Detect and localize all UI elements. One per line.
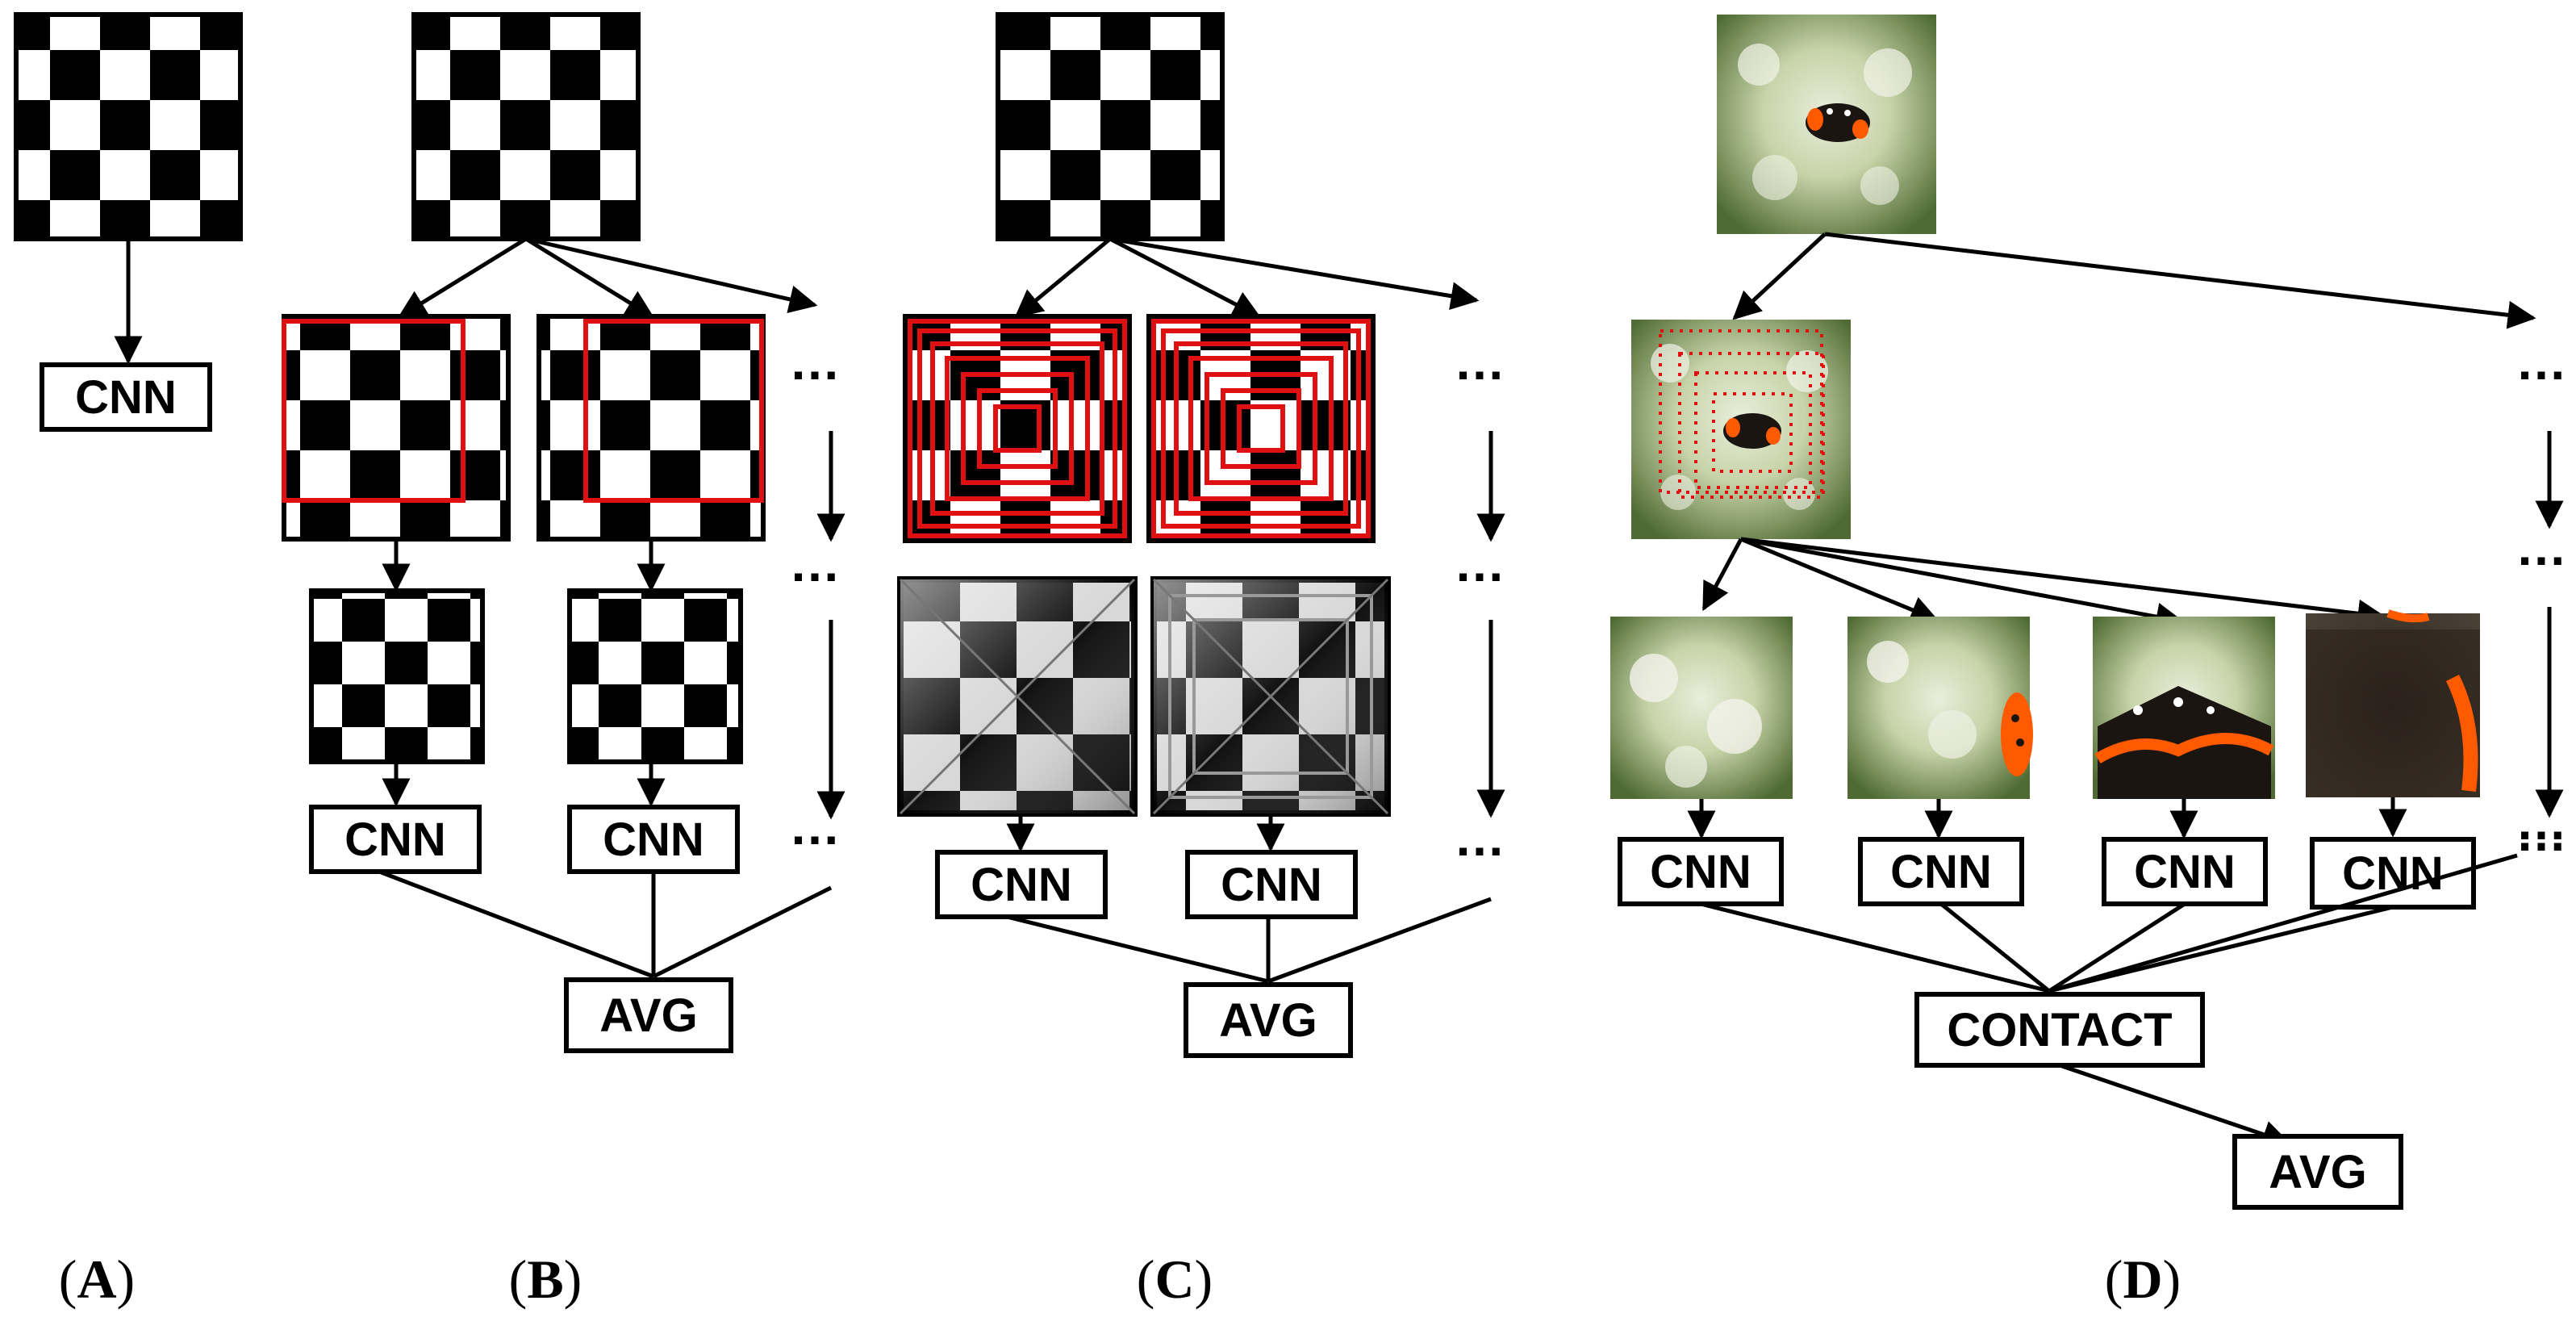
ellipsis: …: [1454, 332, 1505, 391]
panel-d: … …: [1610, 15, 2567, 1210]
arrow-c-2: [1108, 236, 1262, 319]
ellipsis: …: [2515, 804, 2567, 862]
ellipsis: …: [789, 797, 841, 855]
cnn-label-c1: CNN: [971, 859, 1072, 911]
connector-d4: [2048, 905, 2394, 993]
avg-label-b: AVG: [599, 989, 697, 1042]
panel-labels: (A) (B) (C) (D): [59, 1248, 2181, 1310]
ellipsis: …: [2515, 518, 2567, 576]
crop-photo-3: [2093, 617, 2275, 799]
checkerboard-image: [996, 12, 1225, 241]
checkerboard-small-2: [567, 588, 743, 764]
cnn-box-b1: [309, 805, 482, 874]
crop-photo-1: [1610, 617, 1793, 799]
connector-d2: [1939, 902, 2051, 993]
panel-label-c: (C): [1137, 1248, 1213, 1310]
cnn-box-a: [40, 362, 212, 432]
ellipsis: …: [789, 534, 841, 592]
ellipsis: …: [1454, 534, 1505, 592]
connector-b3: [652, 885, 833, 979]
connector-d5: [2048, 853, 2518, 993]
checkerboard-image: [14, 12, 243, 241]
arrow-b-3: [525, 236, 818, 314]
crop-photo-2: [1847, 617, 2033, 799]
butterfly-photo-dotted-crops: [1631, 320, 1851, 539]
cnn-label-d3: CNN: [2134, 846, 2236, 898]
connector-d1: [1700, 901, 2050, 993]
panel-c: … … CNN CNN … AVG: [897, 12, 1505, 1058]
panel-label-d: (D): [2105, 1248, 2181, 1310]
multiscale-crop-1: [903, 314, 1132, 543]
arrow-d-1: [1732, 232, 1827, 320]
ellipsis: …: [2515, 332, 2567, 391]
arrow-d-6: [1740, 537, 2185, 631]
connector-d3: [2048, 901, 2186, 993]
cnn-box-d1: [1618, 837, 1784, 906]
concat-box-d: [1914, 992, 2205, 1068]
avg-box-b: [564, 977, 733, 1053]
arrow-b-1: [398, 236, 528, 319]
checkerboard-crop-2: [536, 314, 766, 542]
checkerboard-image: [411, 12, 641, 241]
cnn-label-c2: CNN: [1221, 859, 1322, 911]
avg-box-d: [2232, 1134, 2403, 1210]
butterfly-icon: [1806, 103, 1870, 142]
cnn-box-c1: [935, 850, 1108, 919]
avg-label-c: AVG: [1219, 994, 1317, 1047]
connector-c3: [1267, 897, 1492, 984]
cnn-box-b2: [567, 805, 740, 874]
crop-photo-4: [2306, 609, 2480, 797]
connector-c1: [1006, 914, 1269, 984]
cnn-label-b1: CNN: [344, 813, 446, 866]
cnn-label-d2: CNN: [1890, 846, 1992, 898]
cnn-label-b2: CNN: [603, 813, 704, 866]
panel-a: CNN: [14, 12, 243, 432]
arrow-c-1: [1014, 237, 1112, 319]
crop-window-2: [583, 319, 764, 503]
arrow-d-13: [2059, 1063, 2291, 1148]
connector-b1: [378, 869, 654, 979]
blended-image-2: [1150, 576, 1391, 817]
ellipsis: …: [1454, 809, 1505, 867]
cnn-box-c2: [1185, 850, 1358, 919]
blended-image-1: [897, 576, 1138, 817]
avg-box-c: [1184, 982, 1353, 1058]
arrow-d-2: [1824, 232, 2536, 329]
checkerboard-crop-1: [282, 314, 511, 542]
ellipsis: …: [789, 332, 841, 391]
panel-b: … … CNN CNN … AVG: [282, 12, 845, 1053]
panel-label-b: (B): [509, 1248, 582, 1310]
panel-label-a: (A): [59, 1248, 135, 1310]
cnn-box-d2: [1858, 837, 2024, 906]
arrow-d-4: [1701, 537, 1743, 612]
concat-label-d: CONTACT: [1947, 1004, 2172, 1056]
crop-window-1: [282, 319, 466, 503]
arrow-b-2: [524, 236, 654, 319]
arrow-d-7: [1740, 537, 2386, 628]
cnn-label-d1: CNN: [1650, 846, 1751, 898]
arrow-d-5: [1740, 537, 1939, 624]
avg-label-d: AVG: [2269, 1146, 2366, 1198]
cnn-label-a: CNN: [75, 371, 177, 424]
checkerboard-small-1: [309, 588, 485, 764]
arrow-c-3: [1109, 236, 1480, 311]
butterfly-photo: [1717, 15, 1936, 234]
multiscale-crop-2: [1146, 314, 1376, 543]
